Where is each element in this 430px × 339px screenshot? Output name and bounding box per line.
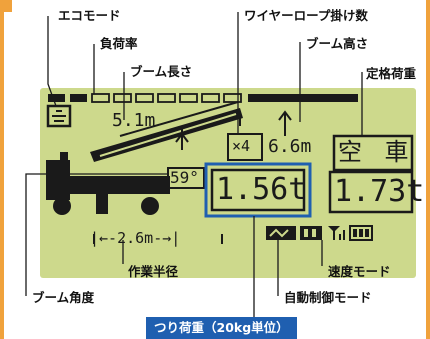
lcd-boom-length: 5.1m	[112, 110, 156, 131]
callout-boom-angle: ブーム角度	[32, 290, 95, 305]
callout-boom-height: ブーム高さ	[306, 36, 369, 51]
rated-load-box	[328, 170, 414, 214]
hook-load-highlight	[204, 162, 312, 218]
lcd-wire-parts: ×4	[232, 137, 251, 155]
boom-icon	[90, 108, 243, 162]
callout-working-radius: 作業半径	[128, 264, 179, 279]
callout-wire-rope-parts: ワイヤーロープ掛け数	[244, 8, 368, 23]
load-ratio-bar	[48, 93, 358, 103]
callout-auto-control-mode: 自動制御モード	[284, 290, 372, 305]
antenna-icon	[328, 226, 345, 240]
callout-eco-mode: エコモード	[58, 8, 121, 23]
callout-rated-load: 定格荷重	[366, 66, 417, 81]
leader-lines	[25, 12, 363, 318]
wire-parts-box	[227, 133, 263, 161]
lcd-rated-load: 1.73t	[334, 174, 425, 209]
eco-mode-icon	[46, 104, 72, 128]
lcd-status: 空 車	[338, 138, 413, 166]
callout-boom-length: ブーム長さ	[130, 64, 193, 79]
angle-box	[167, 167, 205, 189]
auto-control-icon	[266, 226, 296, 240]
callout-speed-mode: 速度モード	[328, 264, 391, 279]
callout-hook-load: つり荷重（20kg単位）	[146, 317, 297, 339]
battery-icon	[349, 225, 373, 241]
lcd-boom-height: 6.6m	[268, 136, 312, 157]
speed-mode-icon	[300, 226, 322, 240]
callout-load-ratio: 負荷率	[100, 36, 138, 51]
frame-right-bar	[426, 0, 430, 339]
hook-load-box	[210, 168, 306, 212]
frame-left-bar	[0, 0, 4, 339]
lcd-hook-load: 1.56t	[216, 172, 307, 207]
lcd-angle: 59°	[170, 168, 199, 187]
lcd-radius: |←-2.6m-→|	[90, 229, 181, 247]
status-box	[332, 134, 414, 172]
truck-icon	[46, 152, 170, 215]
